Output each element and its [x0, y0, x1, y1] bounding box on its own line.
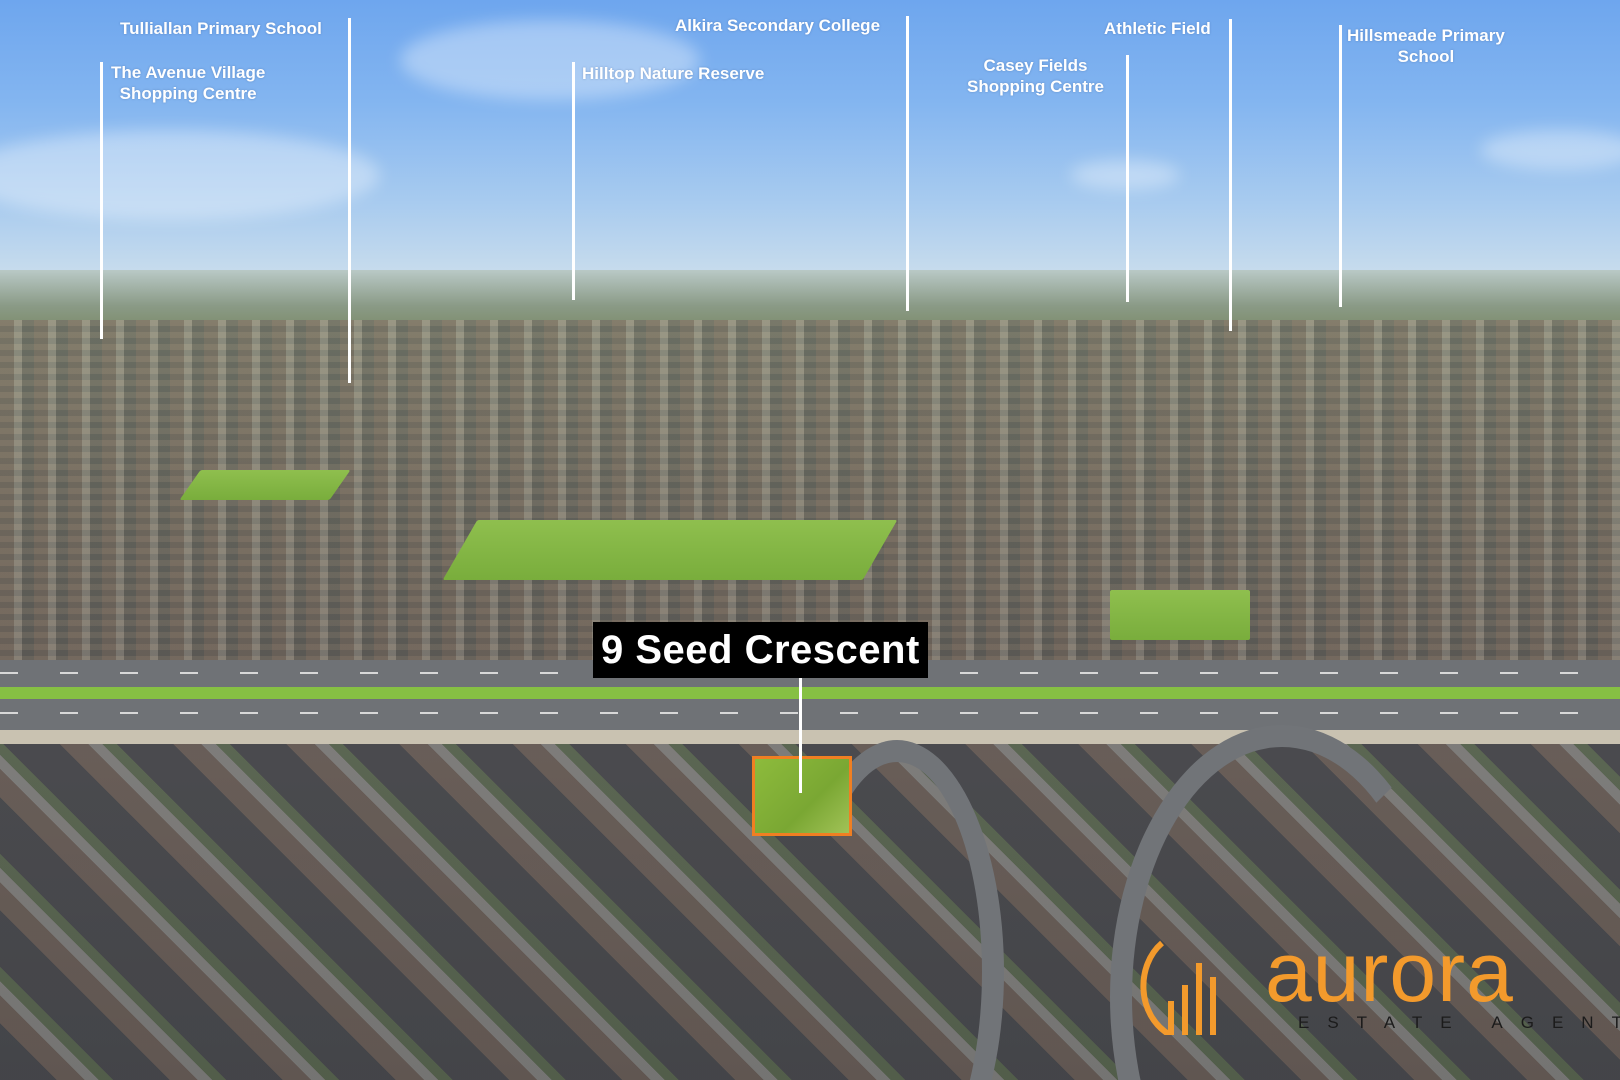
distant-suburb	[0, 320, 1620, 680]
poi-label-line: Shopping Centre	[967, 77, 1104, 96]
poi-label-line: School	[1397, 47, 1455, 66]
poi-label-line: Hilltop Nature Reserve	[582, 64, 765, 83]
poi-label-avenue-village: The Avenue Village Shopping Centre	[111, 62, 265, 104]
vacant-lot-outline	[752, 756, 852, 836]
poi-label-line: Tulliallan Primary School	[120, 19, 322, 38]
poi-label-athletic: Athletic Field	[1104, 18, 1211, 39]
highway-median	[0, 687, 1620, 699]
poi-label-alkira: Alkira Secondary College	[675, 15, 880, 36]
poi-leader-tulliallan	[348, 18, 351, 383]
poi-label-line: Shopping Centre	[119, 84, 257, 103]
poi-label-hilltop: Hilltop Nature Reserve	[582, 63, 764, 84]
sky	[0, 0, 1620, 290]
poi-label-line: The Avenue Village	[111, 63, 266, 82]
poi-leader-casey-fields	[1126, 55, 1129, 302]
poi-label-hillsmeade: Hillsmeade Primary School	[1347, 25, 1505, 67]
poi-leader-athletic	[1229, 19, 1232, 331]
aurora-logo: aurora ESTATE AGENTS	[1130, 927, 1620, 1035]
poi-label-line: Casey Fields	[983, 56, 1088, 75]
property-address-leader	[799, 678, 802, 793]
poi-label-casey-fields: Casey Fields Shopping Centre	[967, 55, 1104, 97]
poi-leader-hilltop	[572, 62, 575, 300]
property-address-label: 9 Seed Crescent	[593, 622, 928, 678]
cloud	[1480, 130, 1620, 170]
park-reserve	[442, 520, 898, 580]
cloud	[0, 130, 380, 220]
aurora-logo-mark-icon	[1140, 940, 1216, 1035]
highway	[0, 660, 1620, 730]
cloud	[1070, 160, 1180, 190]
poi-label-line: Athletic Field	[1104, 19, 1211, 38]
poi-leader-hillsmeade	[1339, 25, 1342, 307]
lane-marking	[0, 712, 1620, 714]
cloud	[400, 20, 700, 100]
poi-label-line: Alkira Secondary College	[675, 16, 881, 35]
brand-name: aurora	[1265, 925, 1514, 1019]
park-corner	[1110, 590, 1250, 640]
poi-label-tulliallan: Tulliallan Primary School	[120, 18, 322, 39]
poi-leader-avenue-village	[100, 62, 103, 339]
poi-label-line: Hillsmeade Primary	[1347, 26, 1505, 45]
service-road	[0, 730, 1620, 744]
poi-leader-alkira	[906, 16, 909, 311]
brand-tagline: ESTATE AGENTS	[1298, 1013, 1620, 1032]
park-strip	[179, 470, 351, 500]
